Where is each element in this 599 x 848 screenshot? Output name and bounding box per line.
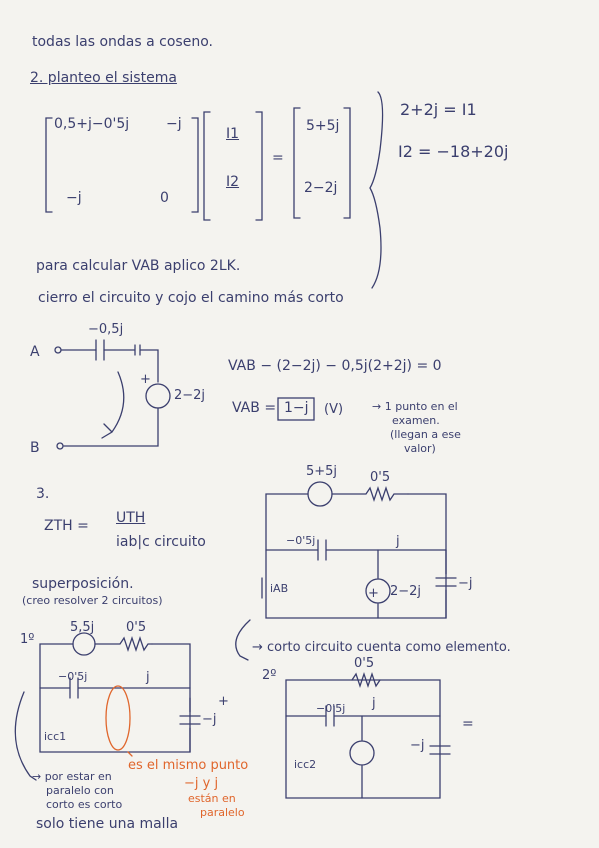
vab-result: 1−j: [284, 400, 309, 416]
matrix-equals: =: [272, 150, 284, 166]
c2-cap: −0'5j: [316, 702, 346, 715]
matrix-right-bracket: [191, 117, 199, 213]
circuit1-src: 2−2j: [174, 388, 206, 403]
vab-left: VAB =: [232, 400, 277, 416]
vab-equation: VAB − (2−2j) − 0,5j(2+2j) = 0: [228, 358, 442, 374]
matrix-left-bracket: [45, 117, 53, 213]
bottom-note-2: paralelo con: [46, 784, 114, 797]
vab-note-2: examen.: [392, 414, 440, 427]
c1-res: 0'5: [126, 620, 147, 635]
circuit1-plus: +: [140, 372, 151, 387]
c2-res: 0'5: [354, 656, 375, 671]
superposicion: superposición.: [32, 576, 134, 592]
vector-b2: 2−2j: [304, 180, 338, 196]
solution-i2: I2 = −18+20j: [398, 142, 509, 161]
result-box: [277, 397, 315, 421]
bottom-note-3: corto es corto: [46, 798, 123, 811]
matrix-a11: 0,5+j−0'5j: [54, 116, 130, 132]
c2-ind: j: [372, 696, 376, 711]
note-cierro: cierro el circuito y cojo el camino más …: [38, 290, 344, 306]
c1-cap: −0'5j: [58, 670, 88, 683]
circuit-thevenin: [261, 481, 457, 619]
vector-b-right-bracket: [343, 107, 351, 219]
c-src: 5+5j: [306, 464, 338, 479]
orange-note-4: paralelo: [200, 806, 245, 819]
note-line-2: 2. planteo el sistema: [30, 70, 177, 86]
c2-icc: icc2: [294, 758, 317, 771]
bottom-note-4: solo tiene una malla: [36, 816, 179, 832]
solution-i1: 2+2j = I1: [400, 100, 477, 119]
node-a: A: [30, 344, 40, 360]
circuit-ab: [54, 339, 171, 450]
uth-label: UTH: [116, 510, 146, 526]
vab-note-1: → 1 punto en el: [372, 400, 458, 413]
vab-note-4: valor): [404, 442, 436, 455]
note-para: para calcular VAB aplico 2LK.: [36, 258, 241, 274]
vector-b-left-bracket: [293, 107, 301, 219]
circuit-2: [285, 671, 451, 799]
circuit-1: [39, 632, 201, 757]
corto-arrow: [235, 619, 251, 661]
c2-capr: −j: [410, 738, 425, 753]
c2-equals: =: [462, 716, 474, 732]
c-iab: iAB: [270, 582, 289, 595]
vector-x1: I1: [226, 126, 240, 142]
corto-note: → corto circuito cuenta como elemento.: [252, 640, 511, 655]
c-plus: +: [368, 586, 379, 601]
vector-x-left-bracket: [203, 111, 211, 221]
c-cap: −0'5j: [286, 534, 316, 547]
iab-label: iab|c circuito: [116, 534, 206, 550]
c1-plus: +: [218, 694, 229, 709]
orange-note-2: −j y j: [184, 776, 219, 791]
zth-label: ZTH =: [44, 518, 89, 534]
system-brace: [369, 91, 384, 289]
vab-note-3: (llegan a ese: [390, 428, 461, 441]
matrix-a12: −j: [166, 116, 182, 132]
circuit-1-label: 1º: [20, 632, 35, 647]
vector-x-right-bracket: [255, 111, 263, 221]
circuit-2-label: 2º: [262, 668, 277, 683]
node-b: B: [30, 440, 40, 456]
c1-capr: −j: [202, 712, 217, 727]
c-res: 0'5: [370, 470, 391, 485]
c1-icc: icc1: [44, 730, 67, 743]
vab-unit: (V): [324, 402, 344, 417]
circuit1-cap: −0,5j: [88, 322, 124, 337]
section-3: 3.: [36, 486, 50, 502]
vector-b1: 5+5j: [306, 118, 340, 134]
left-arrow: [14, 691, 37, 781]
c-ind: j: [396, 534, 400, 549]
c-src2: 2−2j: [390, 584, 422, 599]
superposicion-note: (creo resolver 2 circuitos): [22, 594, 163, 607]
c1-ind: j: [146, 670, 150, 685]
note-line-1: todas las ondas a coseno.: [32, 34, 213, 50]
bottom-note-1: → por estar en: [32, 770, 112, 783]
orange-note-1: es el mismo punto: [128, 758, 249, 773]
matrix-a21: −j: [66, 190, 82, 206]
matrix-a22: 0: [160, 190, 169, 206]
orange-note-3: están en: [188, 792, 236, 805]
c-capr: −j: [458, 576, 473, 591]
vector-x2: I2: [226, 174, 240, 190]
c1-src: 5,5j: [70, 620, 95, 635]
